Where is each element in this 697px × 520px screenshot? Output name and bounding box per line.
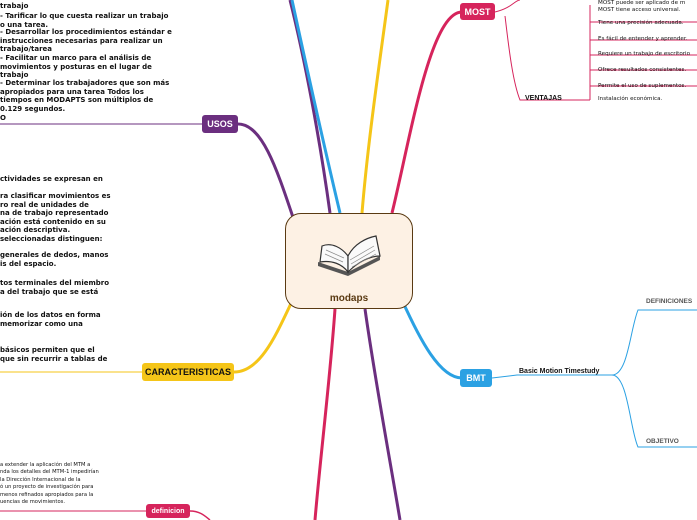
- topic-definicion[interactable]: definicion: [146, 504, 190, 518]
- caracteristicas-item-5: ión de los datos en forma memorizar como…: [0, 311, 101, 328]
- ventaja-item-6: Instalación económica.: [598, 96, 663, 102]
- usos-text-tail: O: [0, 114, 6, 122]
- usos-item-2: - Desarrollar los procedimientos estánda…: [0, 28, 172, 53]
- topic-bmt[interactable]: BMT: [460, 369, 492, 387]
- caracteristicas-item-2: ra clasificar movimientos es ro real de …: [0, 192, 111, 243]
- topic-most[interactable]: MOST: [460, 3, 495, 20]
- bmt-sub-bracket: [611, 309, 697, 448]
- usos-text-top: trabajo: [0, 2, 29, 10]
- topic-usos[interactable]: USOS: [202, 115, 238, 133]
- central-topic[interactable]: modaps: [285, 213, 413, 309]
- ventaja-item-2: Es fácil de entender y aprender.: [598, 36, 688, 42]
- subtopic-definiciones[interactable]: DEFINICIONES: [646, 298, 693, 305]
- ventajas-connector: [504, 15, 590, 101]
- ventaja-item-3: Requiere un trabajo de escritorio: [598, 51, 691, 57]
- most-ventajas-connector: [494, 0, 521, 13]
- subtopic-ventajas[interactable]: VENTAJAS: [525, 95, 562, 102]
- caracteristicas-connector: [233, 294, 297, 374]
- usos-item-3: - Facilitar un marco para el análisis de…: [0, 54, 152, 79]
- most-connector: [390, 10, 463, 214]
- topic-caracteristicas[interactable]: CARACTERISTICAS: [142, 363, 234, 381]
- definicion-text: a extender la aplicación del MTM a nda l…: [0, 462, 99, 506]
- top-purple-connector: [288, 0, 332, 214]
- ventajas-items-bracket: [589, 5, 697, 100]
- caracteristicas-item-3: generales de dedos, manos is del espacio…: [0, 251, 109, 268]
- bmt-text-connector: [491, 374, 612, 379]
- bottom-purple-connector: [363, 308, 402, 520]
- caracteristicas-item-1: ctividades se expresan en: [0, 175, 103, 183]
- subtopic-bmt-full[interactable]: Basic Motion Timestudy: [519, 368, 600, 375]
- most-text-partial: MOST puede ser aplicado de m MOST tiene …: [598, 0, 686, 13]
- ventaja-item-5: Permite el uso de suplementos.: [598, 83, 687, 89]
- definicion-connector: [189, 510, 211, 520]
- bmt-connector: [400, 299, 463, 380]
- ventaja-item-1: Tiene una precisión adecuada.: [598, 20, 684, 26]
- subtopic-objetivo[interactable]: OBJETIVO: [646, 438, 679, 445]
- central-topic-title: modaps: [329, 293, 369, 304]
- usos-item-1: - Tarificar lo que cuesta realizar un tr…: [0, 12, 169, 29]
- caracteristicas-item-4: tos terminales del miembro a del trabajo…: [0, 279, 110, 296]
- open-book-icon: [318, 235, 381, 276]
- ventaja-item-4: Ofrece resultados consistentes.: [598, 67, 687, 73]
- bottom-pink-connector: [313, 308, 337, 520]
- usos-item-4: - Determinar los trabajadores que son má…: [0, 79, 170, 113]
- caracteristicas-item-6: básicos permiten que el que sin recurrir…: [0, 346, 108, 363]
- top-blue-connector: [290, 0, 342, 214]
- top-yellow-connector: [360, 0, 390, 214]
